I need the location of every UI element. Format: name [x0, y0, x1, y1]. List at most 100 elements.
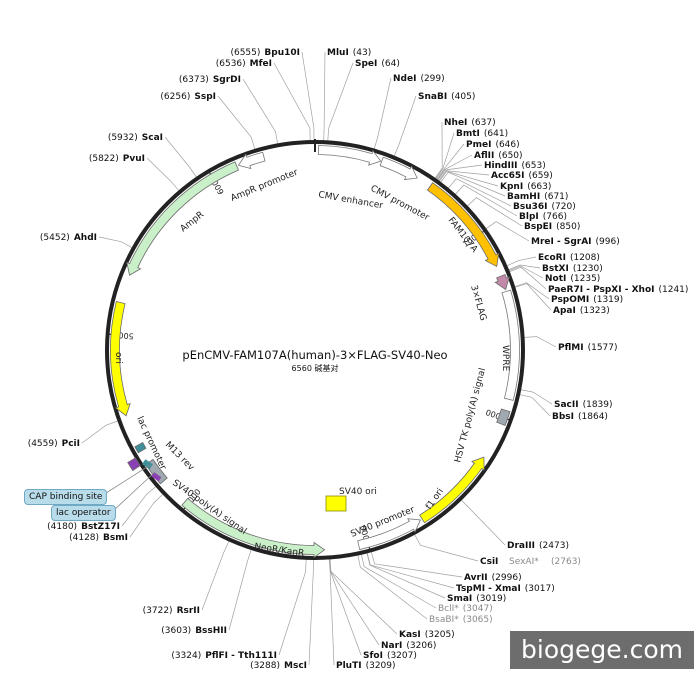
feature-lac-promoter [127, 457, 141, 472]
site-position: (5822) [89, 154, 119, 164]
restriction-site-bsabi-: BsaBI*(3065) [429, 615, 493, 625]
site-position: (6555) [230, 48, 260, 58]
site-position: (405) [451, 92, 475, 102]
site-leader-48 [273, 62, 311, 143]
restriction-site-paer7i-pspxi-xhoi: PaeR7I - PspXI - XhoI(1241) [548, 285, 688, 295]
site-position: (3324) [171, 651, 201, 661]
restriction-site-mfei: (6536)MfeI [216, 59, 272, 69]
site-name: Bsu36I [513, 202, 548, 212]
site-leader-19 [507, 266, 547, 290]
site-name: BmtI [456, 129, 480, 139]
site-position: (1319) [593, 295, 623, 305]
site-position: (1230) [573, 264, 603, 274]
feature-neor-kanr [181, 497, 326, 559]
site-name: RsrII [177, 606, 200, 616]
restriction-site-pcii: (4559)PciI [28, 439, 80, 449]
site-leader-4 [433, 121, 443, 180]
site-name: SacII [554, 400, 579, 410]
label-hsv-tk: HSV TK poly(A) signal [453, 367, 488, 464]
feature-wpre [501, 289, 520, 401]
site-leader-lines [81, 51, 557, 666]
site-leader-6 [435, 143, 465, 181]
site-leader-32 [329, 557, 398, 635]
restriction-site-scai: (5932)ScaI [108, 133, 163, 143]
site-name: NheI [444, 118, 467, 128]
restriction-site-bmti: BmtI(641) [456, 129, 508, 139]
watermark-logo: biogege.com [510, 631, 694, 669]
site-leader-5 [434, 132, 455, 181]
site-sexai-pos: (2763) [551, 557, 581, 567]
site-leader-39 [201, 539, 230, 611]
site-name: BlpI [519, 212, 539, 222]
plasmid-title: pEnCMV-FAM107A(human)-3×FLAG-SV40-Neo [182, 348, 447, 362]
site-name: BclI* [438, 604, 459, 614]
site-name: BstXI [542, 264, 569, 274]
site-name: BstZ17I [81, 522, 120, 532]
restriction-site-rsrii: (3722)RsrII [143, 606, 200, 616]
restriction-site-avrii: AvrII(2996) [464, 573, 522, 583]
restriction-site-bbsi: BbsI(1864) [552, 412, 608, 422]
site-position: (637) [471, 118, 495, 128]
site-position: (1864) [578, 412, 608, 422]
site-leader-27 [370, 550, 463, 578]
feature-sv40-promoter [357, 518, 422, 551]
site-name: MreI - SgrAI [531, 237, 592, 247]
site-name: NarI [381, 641, 402, 651]
cap-callout-leader [102, 464, 151, 496]
site-name: BsmI [103, 533, 128, 543]
restriction-site-bsmi: (4128)BsmI [69, 533, 128, 543]
restriction-site-hindiii: HindIII(653) [484, 161, 546, 171]
site-name: PmeI [466, 140, 491, 150]
site-position: (3288) [250, 661, 280, 671]
restriction-site-apai: ApaI(1323) [553, 306, 610, 316]
feature-m13-rev [134, 442, 147, 454]
site-position: (663) [527, 182, 551, 192]
site-leader-22 [522, 336, 557, 348]
feature-fam107a [426, 182, 500, 268]
restriction-site-pvui: (5822) PvuI [89, 154, 145, 164]
site-position: (3603) [161, 626, 191, 636]
restriction-site-ahdi: (5452) AhdI [40, 233, 97, 243]
site-position: (3017) [525, 584, 555, 594]
site-leader-11 [439, 171, 506, 197]
feature-ori [110, 301, 131, 417]
site-leader-40 [129, 492, 165, 538]
site-name: SnaBI [418, 92, 447, 102]
site-leader-38 [228, 547, 253, 631]
lac-operator-callout-leader [112, 471, 156, 512]
site-leader-45 [164, 136, 198, 179]
restriction-site-pluti: PluTI(3209) [336, 661, 396, 671]
site-position: (6256) [160, 92, 190, 102]
site-name: SfoI [363, 651, 383, 661]
site-name: SmaI [447, 594, 472, 604]
site-position: (3065) [463, 615, 493, 625]
site-position: (5452) [40, 233, 70, 243]
restriction-site-msci: (3288)MscI [250, 661, 307, 671]
site-leader-24 [518, 393, 551, 417]
site-leader-8 [436, 164, 483, 182]
site-name: AhdI [74, 233, 97, 243]
restriction-site-sfoi: SfoI(3207) [363, 651, 417, 661]
site-position: (659) [529, 171, 553, 181]
site-leader-47 [242, 78, 279, 146]
site-position: (3019) [476, 594, 506, 604]
site-leader-31 [357, 553, 428, 620]
site-name: AflII [474, 151, 494, 161]
site-name: AvrII [464, 573, 488, 583]
site-leader-7 [436, 154, 473, 182]
restriction-site-pspomi: PspOMI(1319) [551, 295, 623, 305]
site-name: PvuI [123, 154, 145, 164]
site-position: (1323) [580, 306, 610, 316]
site-leader-2 [373, 77, 392, 151]
site-name: HindIII [484, 161, 518, 171]
feature-ampr [126, 161, 239, 276]
restriction-site-acc65i: Acc65I(659) [491, 171, 553, 181]
site-leader-13 [454, 184, 518, 217]
restriction-site-sgrdi: (6373)SgrDI [179, 75, 241, 85]
restriction-site-csii: CsiI [480, 557, 498, 567]
site-name: BssHII [195, 626, 227, 636]
site-position: (4559) [28, 439, 58, 449]
restriction-site-tspmi-xmai: TspMI - XmaI(3017) [456, 584, 555, 594]
plasmid-size: 6560 碱基对 [292, 363, 339, 373]
restriction-site-labels: MluI(43)SpeI(64)NdeI(299)SnaBI(405)NheI(… [28, 48, 689, 671]
